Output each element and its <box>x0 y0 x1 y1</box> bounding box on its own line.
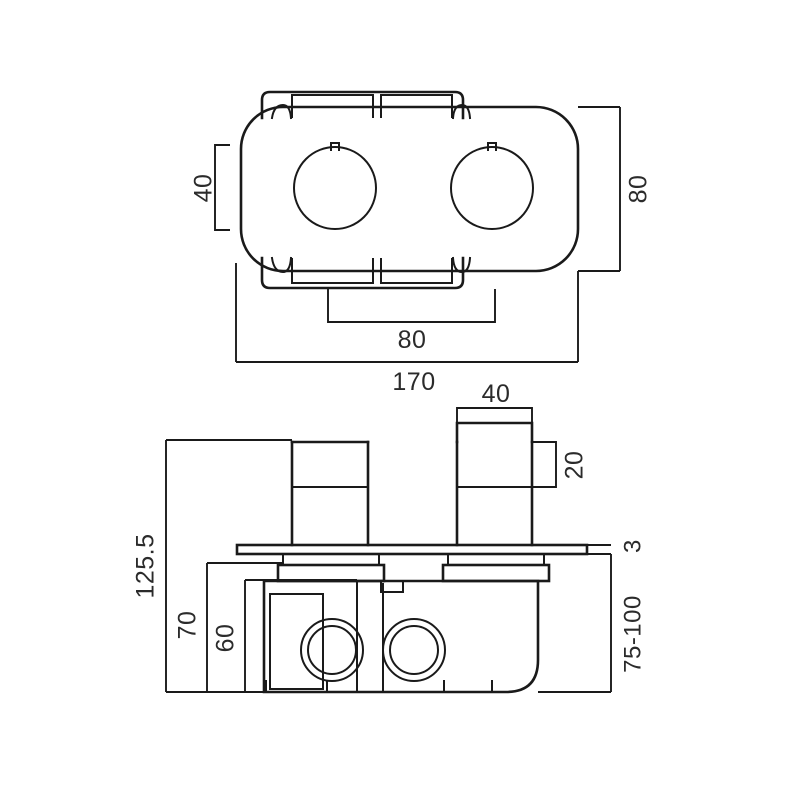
plan-knob-left <box>293 142 377 230</box>
front-spindle-right <box>455 421 534 547</box>
front-collar-left <box>276 553 386 583</box>
dim-label-plan-80-centres: 80 <box>398 326 427 354</box>
dim-label-plan-80-depth: 80 <box>625 175 653 204</box>
dim-label-front-75-100: 75-100 <box>619 595 646 673</box>
dim-plan-80-centres: 80 <box>327 289 496 354</box>
front-wall-plate <box>235 543 589 556</box>
front-collar-right <box>441 553 551 583</box>
dim-label-front-40: 40 <box>482 380 511 408</box>
front-view: 40 20 125.5 70 <box>132 380 646 694</box>
plan-faceplate-outline <box>239 105 580 273</box>
dim-front-60: 60 <box>212 579 357 693</box>
plan-mounting-tabs-top <box>260 90 472 120</box>
dim-front-40: 40 <box>456 380 533 423</box>
dim-label-front-60: 60 <box>212 624 240 653</box>
plan-view: 40 80 80 170 <box>190 90 653 396</box>
dim-label-front-3: 3 <box>619 539 646 553</box>
dim-plan-40: 40 <box>190 144 230 231</box>
dim-label-front-70: 70 <box>174 611 202 640</box>
dim-front-70: 70 <box>174 562 283 693</box>
dim-front-125-5: 125.5 <box>132 439 292 693</box>
dim-front-20: 20 <box>532 441 589 488</box>
dim-plan-170: 170 <box>235 263 579 396</box>
dim-label-plan-170: 170 <box>392 368 435 396</box>
front-concealed-body <box>262 579 540 694</box>
dim-front-75-100: 75-100 <box>538 553 646 693</box>
dim-label-plan-40: 40 <box>190 174 218 203</box>
front-spindle-left <box>290 440 370 547</box>
plan-knob-right <box>450 142 534 230</box>
dim-label-front-125-5: 125.5 <box>132 533 160 598</box>
dim-label-front-20: 20 <box>561 451 589 480</box>
dim-plan-80-depth: 80 <box>578 106 653 272</box>
plan-mounting-tabs-bottom <box>260 256 472 290</box>
dim-front-3: 3 <box>587 539 646 555</box>
